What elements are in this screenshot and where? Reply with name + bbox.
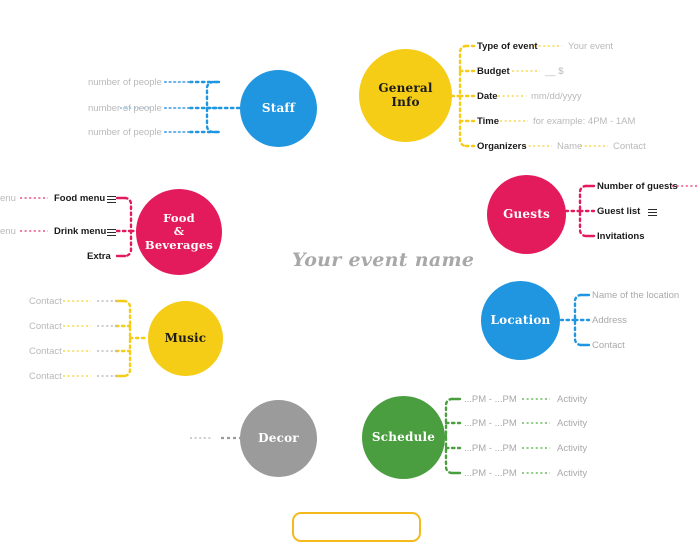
location-row-0-label: Name of the location xyxy=(592,290,680,301)
node-general-info[interactable]: General Info xyxy=(359,49,452,142)
node-schedule[interactable]: Schedule xyxy=(362,396,445,479)
schedule-row-2-label: ...PM - ...PM xyxy=(464,443,517,454)
schedule-row-1-label: ...PM - ...PM xyxy=(464,418,517,429)
node-food-label-2: & xyxy=(173,224,185,239)
node-schedule-label: Schedule xyxy=(371,429,436,444)
food-row-0-label: Food menu xyxy=(54,193,106,204)
node-food-beverages[interactable]: Food & Beverages xyxy=(136,189,222,275)
schedule-row-2-value: Activity xyxy=(557,443,588,454)
music-row-1-label: Contact xyxy=(29,321,62,332)
food-row-0-clipped: enu xyxy=(0,193,16,204)
bottom-rounded-box[interactable] xyxy=(292,512,421,542)
guests-row-0-label: Number of guests xyxy=(597,181,678,192)
food-row-1-label: Drink menu xyxy=(54,226,107,237)
general-info-row-0-value: Your event xyxy=(568,41,614,52)
node-music[interactable]: Music xyxy=(148,301,223,376)
location-row-1-label: Address xyxy=(592,315,627,326)
general-info-row-1-label: Budget xyxy=(477,66,510,77)
list-icon[interactable] xyxy=(648,209,657,216)
schedule-row-0-label: ...PM - ...PM xyxy=(464,394,517,405)
schedule-row-3-label: ...PM - ...PM xyxy=(464,468,517,479)
node-guests-label: Guests xyxy=(503,206,550,221)
schedule-row-1-value: Activity xyxy=(557,418,588,429)
general-info-row-2-value: mm/dd/yyyy xyxy=(531,91,582,102)
guests-row-1-label: Guest list xyxy=(597,206,641,217)
general-info-row-4-value2: Contact xyxy=(613,141,646,152)
node-location-label: Location xyxy=(490,312,551,327)
staff-row-1-label: number of people xyxy=(88,103,162,114)
food-row-1-clipped: enu xyxy=(0,226,16,237)
list-icon[interactable] xyxy=(107,229,116,236)
general-info-row-1-value: __ $ xyxy=(545,66,564,77)
schedule-row-3-value: Activity xyxy=(557,468,588,479)
node-general-info-label-2: Info xyxy=(391,94,420,109)
node-location[interactable]: Location xyxy=(481,281,560,360)
node-decor-label: Decor xyxy=(258,430,299,445)
staff-row-0-label: number of people xyxy=(88,77,162,88)
general-info-row-3-label: Time xyxy=(477,116,500,127)
node-guests[interactable]: Guests xyxy=(487,175,566,254)
general-info-row-4-value: Name xyxy=(557,141,583,152)
schedule-row-0-value: Activity xyxy=(557,394,588,405)
general-info-row-2-label: Date xyxy=(477,91,498,102)
guests-row-2-label: Invitations xyxy=(597,231,645,242)
node-food-label-3: Beverages xyxy=(144,237,214,252)
node-staff-label: Staff xyxy=(261,100,296,115)
general-info-row-0-label: Type of event xyxy=(477,41,538,52)
staff-row-2-label: number of people xyxy=(88,127,162,138)
general-info-row-3-value: for example: 4PM - 1AM xyxy=(533,116,636,127)
food-row-2-label: Extra xyxy=(87,251,111,262)
music-row-3-label: Contact xyxy=(29,371,62,382)
location-row-2-label: Contact xyxy=(592,340,625,351)
page-title: Your event name xyxy=(292,249,475,271)
node-music-label: Music xyxy=(164,330,207,345)
node-decor[interactable]: Decor xyxy=(240,400,317,477)
node-staff[interactable]: Staff xyxy=(240,70,317,147)
mindmap-connectors xyxy=(20,44,697,475)
music-row-0-label: Contact xyxy=(29,296,62,307)
node-general-info-label-1: General xyxy=(378,80,433,95)
general-info-row-4-label: Organizers xyxy=(477,141,527,152)
music-row-2-label: Contact xyxy=(29,346,62,357)
list-icon[interactable] xyxy=(107,196,116,203)
node-food-label-1: Food xyxy=(163,211,195,226)
